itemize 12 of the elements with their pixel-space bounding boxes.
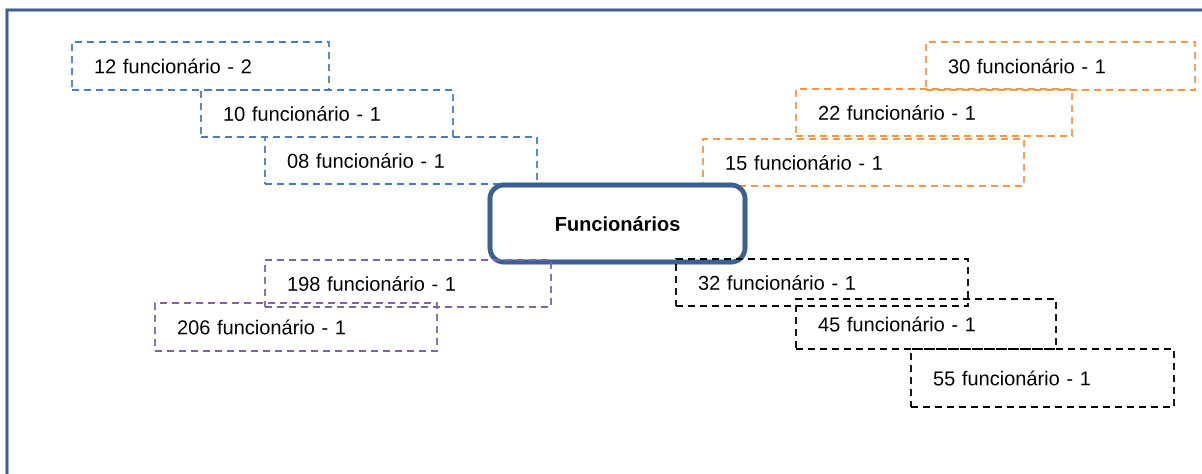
dashed-box: 08 funcionário - 1 [264,136,538,185]
dashed-box: 12 funcionário - 2 [71,41,330,91]
dashed-box: 15 funcionário - 1 [702,138,1025,187]
title-box: Funcionários [487,182,748,265]
dashed-box: 30 funcionário - 1 [925,41,1196,91]
dashed-box: 206 funcionário - 1 [154,302,438,352]
dashed-box: 32 funcionário - 1 [675,258,969,307]
dashed-box: 10 funcionário - 1 [200,89,454,138]
dashed-box: 55 funcionário - 1 [910,348,1175,408]
dashed-box: 45 funcionário - 1 [795,298,1057,350]
dashed-box: 22 funcionário - 1 [795,88,1073,137]
dashed-box: 198 funcionário - 1 [264,259,552,308]
